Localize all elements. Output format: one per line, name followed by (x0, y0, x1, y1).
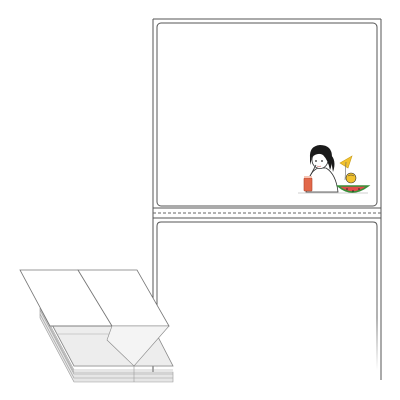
stack-unfolded-labels (19, 269, 170, 367)
girl-illustration (298, 145, 371, 194)
label-bottom (156, 221, 378, 370)
drink-straw (308, 164, 317, 179)
stack-label-right-lower (106, 325, 170, 367)
watermelon-slice (335, 185, 371, 193)
perforation-line (153, 207, 381, 219)
girl-hair (309, 145, 332, 170)
